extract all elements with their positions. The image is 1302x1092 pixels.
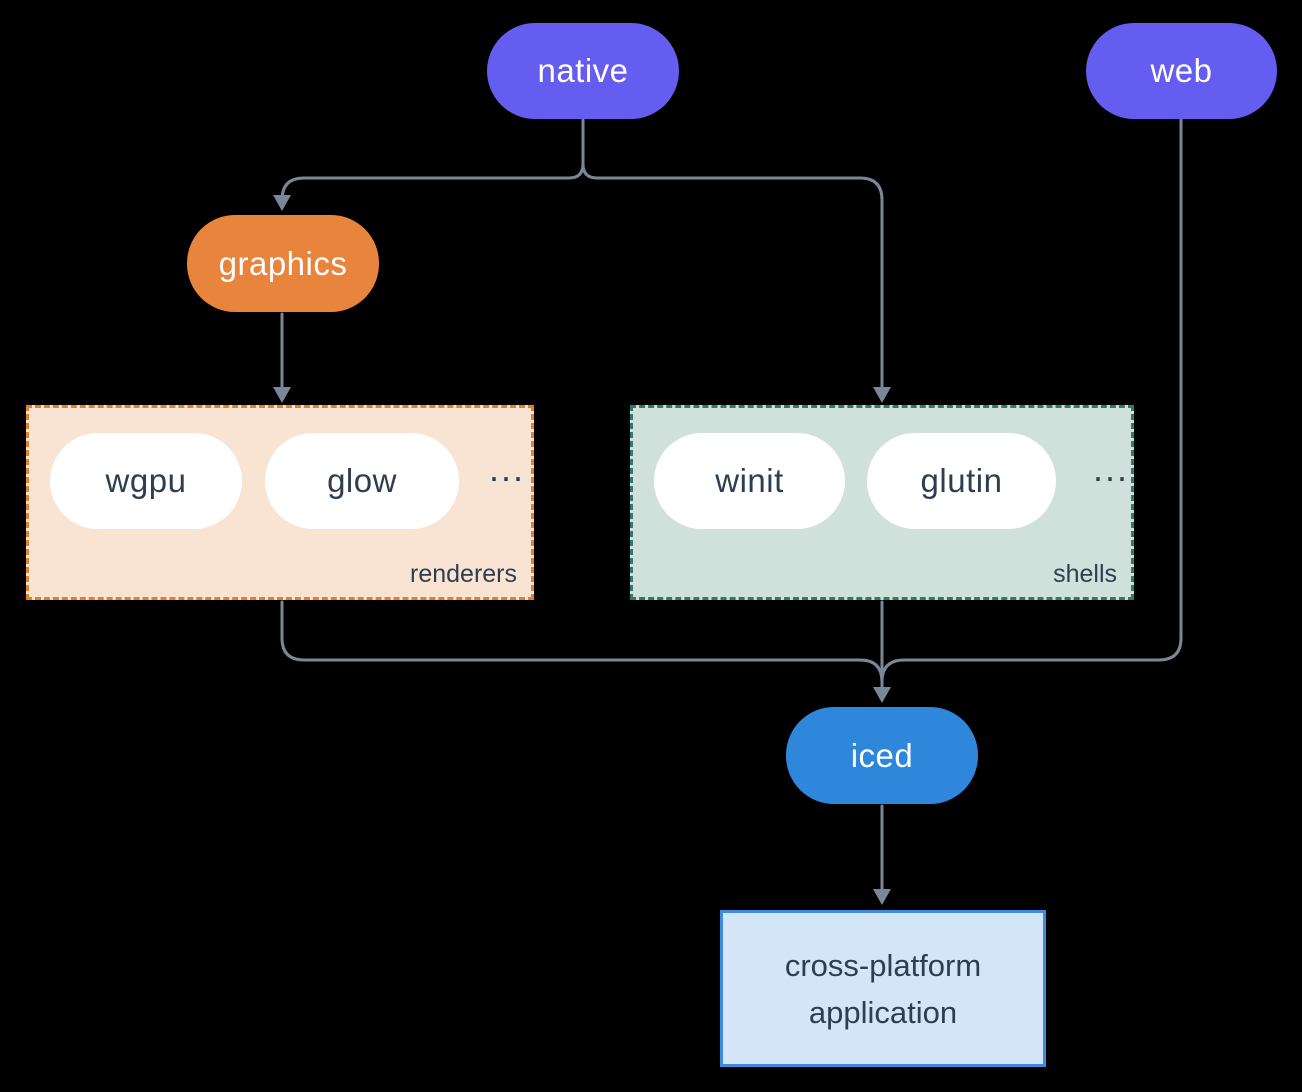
arrowhead-shells bbox=[873, 387, 891, 403]
app-label-line1: cross-platform bbox=[784, 947, 982, 983]
renderers-ellipsis: ... bbox=[488, 448, 525, 489]
edge-native-graphics bbox=[280, 118, 585, 201]
app-label-line2: application bbox=[808, 994, 958, 1030]
node-wgpu-label: wgpu bbox=[105, 462, 187, 499]
node-wgpu: wgpu bbox=[50, 433, 242, 529]
arrowhead-renderers bbox=[273, 387, 291, 403]
node-cross-platform-application: cross-platform application bbox=[720, 910, 1046, 1067]
shells-ellipsis: ... bbox=[1092, 448, 1129, 489]
node-winit-label: winit bbox=[715, 462, 784, 499]
arrowhead-graphics bbox=[273, 195, 291, 211]
node-glow-label: glow bbox=[327, 462, 397, 499]
node-web-label: web bbox=[1150, 52, 1213, 89]
shells-group-label: shells bbox=[1053, 560, 1117, 588]
node-native-label: native bbox=[537, 52, 629, 89]
node-graphics: graphics bbox=[187, 215, 379, 312]
node-glutin: glutin bbox=[867, 433, 1056, 529]
node-iced-label: iced bbox=[850, 736, 914, 774]
arrowhead-application bbox=[873, 889, 891, 905]
edge-renderers-iced bbox=[280, 600, 884, 684]
arrowhead-iced bbox=[873, 687, 891, 703]
group-shells: winit glutin ... shells bbox=[630, 405, 1134, 600]
node-iced: iced bbox=[786, 707, 978, 804]
renderers-group-label: renderers bbox=[410, 560, 517, 588]
node-web: web bbox=[1086, 23, 1277, 119]
edge-web-iced bbox=[880, 118, 1183, 684]
node-native: native bbox=[487, 23, 679, 119]
node-glutin-label: glutin bbox=[920, 462, 1003, 499]
node-winit: winit bbox=[654, 433, 845, 529]
edge-native-shells bbox=[581, 118, 884, 390]
node-glow: glow bbox=[265, 433, 459, 529]
group-renderers: wgpu glow ... renderers bbox=[26, 405, 534, 600]
node-graphics-label: graphics bbox=[218, 244, 348, 282]
